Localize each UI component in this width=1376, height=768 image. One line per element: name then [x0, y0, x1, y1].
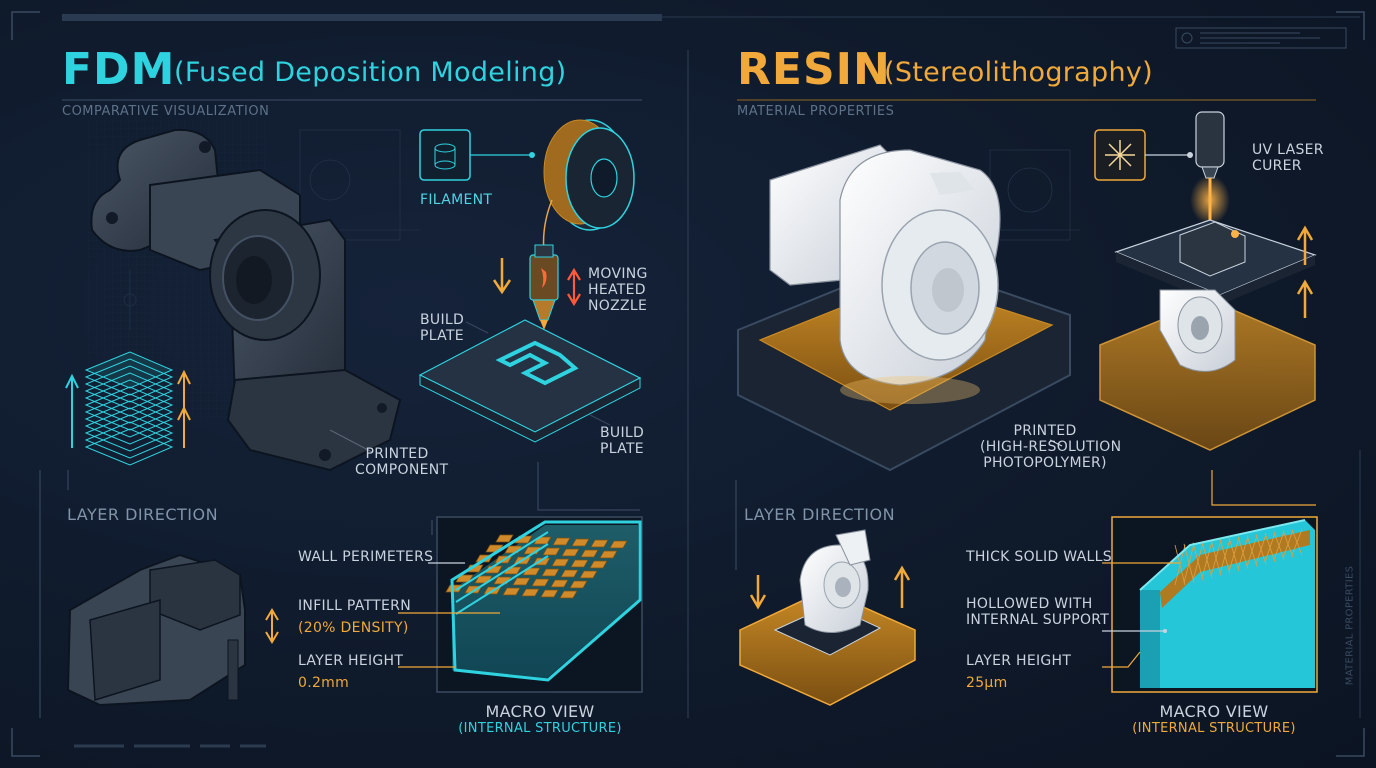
resin-macro-view-title: MACRO VIEW: [1159, 702, 1269, 721]
fdm-subtitle: (Fused Deposition Modeling): [174, 57, 567, 88]
thick-walls-label: THICK SOLID WALLS: [966, 549, 1112, 565]
fdm-macro-view-title: MACRO VIEW: [485, 702, 595, 721]
top-bar-left: [62, 14, 662, 21]
infill-pattern-label: INFILL PATTERN: [298, 598, 411, 614]
fdm-build-plate: [418, 319, 642, 443]
resin-subtitle: (Stereolithography): [884, 57, 1153, 88]
fdm-macro-leaders: [398, 520, 500, 668]
resin-leader-lines: [735, 439, 1316, 570]
fdm-section-label: COMPARATIVE VISUALIZATION: [62, 104, 270, 119]
filament-label: FILAMENT: [420, 192, 493, 208]
wall-perimeters-label: WALL PERIMETERS: [298, 549, 434, 565]
heated-nozzle: [529, 244, 559, 330]
resin-small-tank: [1099, 289, 1316, 451]
resin-printed-part: [769, 144, 1001, 404]
fdm-layer-direction: LAYER DIRECTION: [67, 505, 219, 524]
resin-layer-direction: LAYER DIRECTION: [744, 505, 896, 524]
resin-motion-arrows: [1296, 225, 1314, 318]
resin-small-print: [739, 529, 916, 706]
resin-side-label: MATERIAL PROPERTIES: [1344, 565, 1356, 686]
fdm-title: FDM: [62, 44, 176, 95]
header-widget: [1175, 27, 1347, 49]
resin-layer-height-label: LAYER HEIGHT: [966, 653, 1072, 669]
frame-corners: [11, 11, 1365, 757]
resin-macro-view: [1111, 516, 1318, 693]
resin-section-label: MATERIAL PROPERTIES: [737, 104, 895, 119]
infill-density-label: (20% DENSITY): [298, 620, 409, 636]
resin-macro-leaders: [1102, 562, 1180, 668]
resin-layer-arrows: [749, 565, 911, 610]
nozzle-motion-arrows: [492, 258, 581, 307]
fdm-macro-view-subtitle: (INTERNAL STRUCTURE): [458, 721, 622, 736]
fdm-macro-view: [436, 516, 643, 693]
fdm-layer-stack: [65, 351, 191, 466]
fdm-layer-height-label: LAYER HEIGHT: [298, 653, 404, 669]
resin-macro-view-subtitle: (INTERNAL STRUCTURE): [1132, 721, 1296, 736]
resin-layer-height-value: 25μm: [966, 675, 1008, 691]
uv-laser-emitter: [1190, 111, 1230, 230]
fdm-layer-height-value: 0.2mm: [298, 675, 350, 691]
resin-title: RESIN: [737, 44, 891, 95]
filament-icon: [419, 129, 535, 181]
uv-laser-icon: [1094, 129, 1193, 181]
fdm-leader-lines: [39, 321, 640, 718]
filament-spool: [542, 119, 635, 261]
fdm-small-part: [66, 553, 279, 707]
